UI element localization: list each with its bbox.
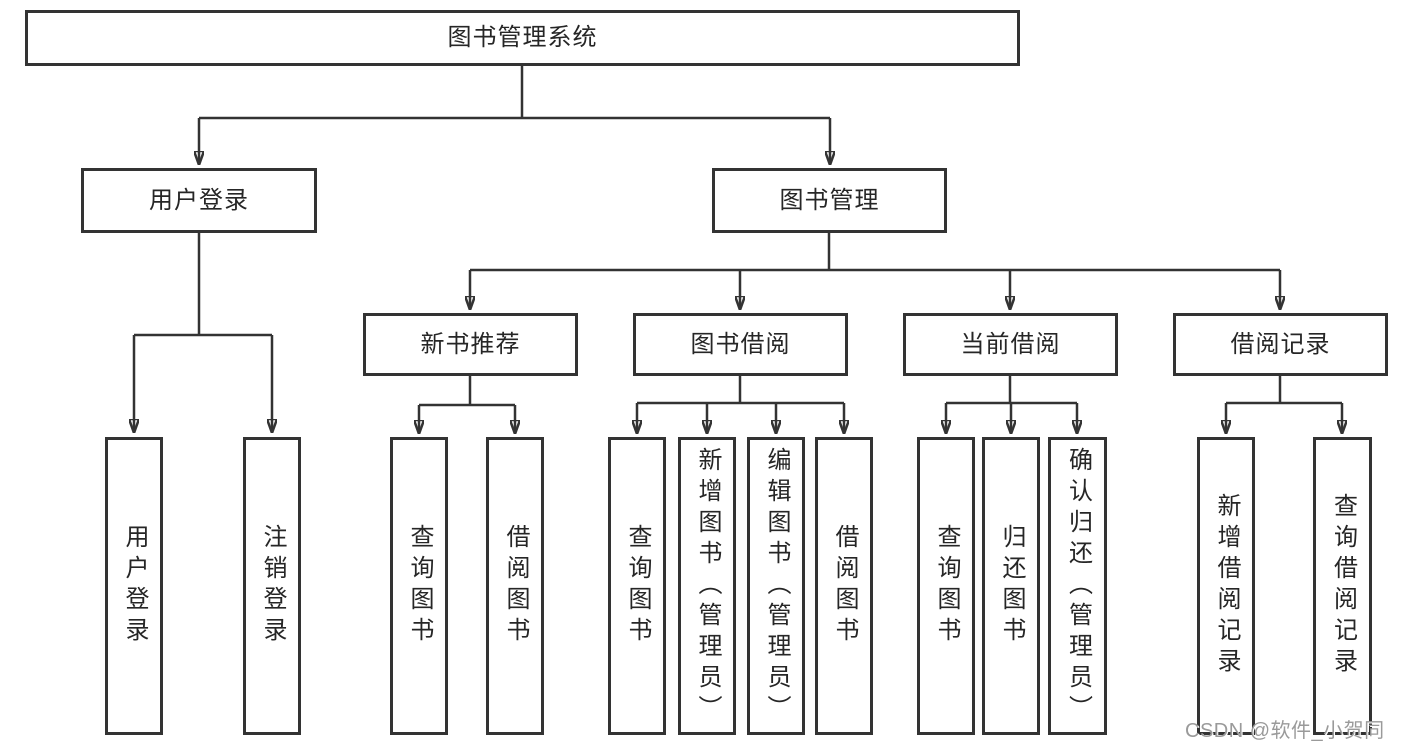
leaf-query-books-borrowing: 查询图书 (608, 437, 666, 735)
connector-new-book-branch (419, 376, 515, 432)
connector-book-borrowing-branch (637, 376, 844, 432)
leaf-query-books-recommendation: 查询图书 (390, 437, 448, 735)
leaf-logout-login: 注销登录 (243, 437, 301, 735)
node-new-book-recommendation: 新书推荐 (363, 313, 578, 376)
node-current-borrowing: 当前借阅 (903, 313, 1118, 376)
connector-borrowing-records-branch (1226, 376, 1342, 432)
leaf-return-books: 归还图书 (982, 437, 1040, 735)
leaf-query-books-current: 查询图书 (917, 437, 975, 735)
connector-root-to-level2 (199, 66, 830, 163)
node-user-login: 用户登录 (81, 168, 317, 233)
leaf-user-login: 用户登录 (105, 437, 163, 735)
leaf-add-books-admin: 新增图书（管理员） (678, 437, 736, 735)
leaf-borrow-books-borrowing: 借阅图书 (815, 437, 873, 735)
connector-user-login-branch (134, 233, 272, 431)
node-book-management: 图书管理 (712, 168, 947, 233)
node-borrowing-records: 借阅记录 (1173, 313, 1388, 376)
leaf-borrow-books-recommendation: 借阅图书 (486, 437, 544, 735)
node-book-borrowing: 图书借阅 (633, 313, 848, 376)
leaf-add-borrow-record: 新增借阅记录 (1197, 437, 1255, 735)
connector-current-borrowing-branch (946, 376, 1077, 432)
connector-book-management-branch (470, 233, 1280, 308)
leaf-confirm-return-admin: 确认归还（管理员） (1048, 437, 1107, 735)
leaf-query-borrow-record: 查询借阅记录 (1313, 437, 1372, 735)
leaf-edit-books-admin: 编辑图书（管理员） (747, 437, 805, 735)
csdn-watermark: CSDN @软件_小贺同学 (1185, 720, 1385, 742)
node-library-management-system: 图书管理系统 (25, 10, 1020, 66)
